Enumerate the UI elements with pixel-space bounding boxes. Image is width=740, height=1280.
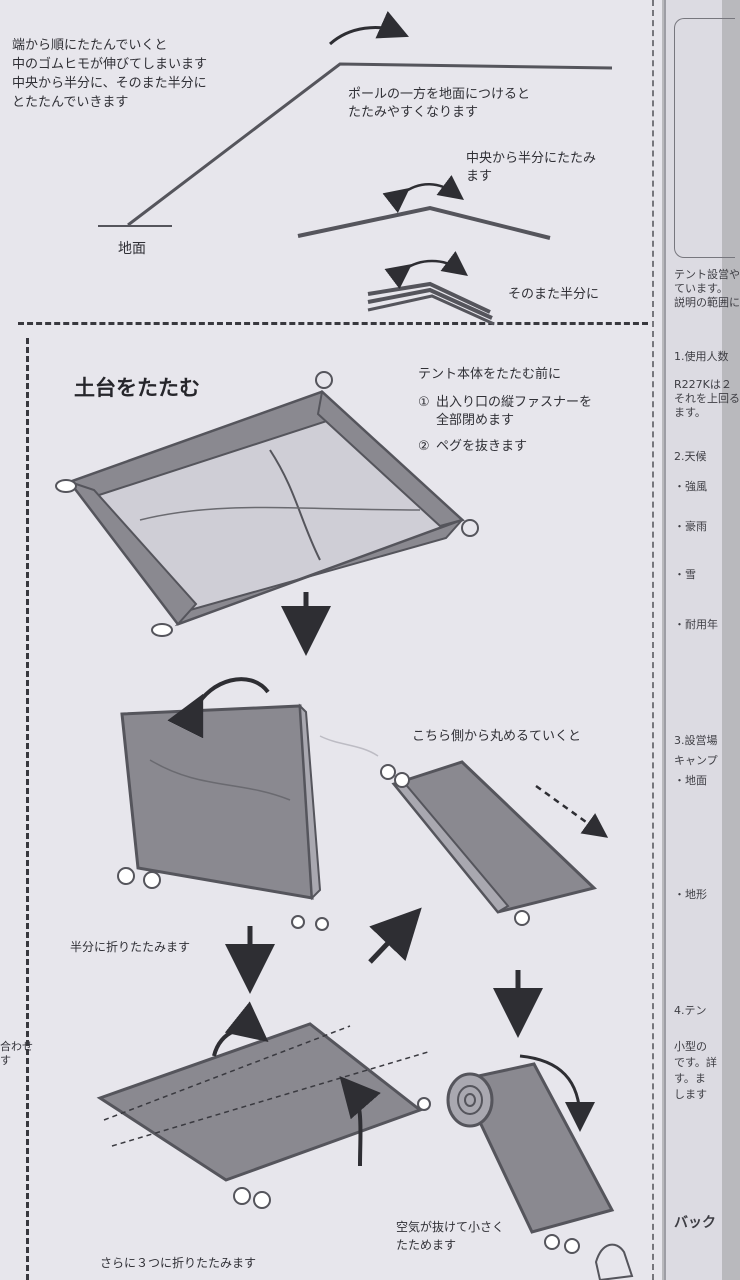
- section-title: 土台をたたむ: [74, 376, 200, 400]
- step-1-number: ①: [418, 395, 430, 410]
- left-cut-line: [26, 338, 29, 1280]
- right-text-9: ・強風: [674, 480, 707, 493]
- right-page-box: [674, 18, 735, 258]
- fold-arrow-icon: [167, 677, 270, 739]
- double-arrow-icon: [384, 251, 469, 289]
- fold-half-caption: 半分に折りたたみます: [70, 940, 191, 954]
- right-text-14: キャンプ: [674, 754, 718, 767]
- fold-again-note: そのまた半分に: [508, 287, 600, 302]
- right-text-12: ・耐用年: [674, 618, 718, 631]
- right-text-16: ・地形: [674, 888, 707, 901]
- pole-half-diagram: [297, 175, 551, 240]
- right-text-5: R227Kは２: [674, 378, 732, 391]
- dashed-arrow-icon: [535, 784, 609, 838]
- right-text-17: 4.テン: [674, 1004, 707, 1017]
- illustrations: [55, 10, 634, 1280]
- right-text-8: 2.天候: [674, 450, 707, 463]
- right-text-7: ます。: [674, 406, 706, 419]
- tent-half-fold-diagram: [117, 677, 329, 931]
- pole-end-note: ポールの一方を地面につけると たたみやすくなります: [348, 87, 531, 120]
- right-text-15: ・地面: [674, 774, 707, 787]
- tent-three-fold-diagram: [96, 1001, 431, 1209]
- right-page-fragment: テント設営や ています。 説明の範囲に 1.使用人数 R227Kは２ それを上回…: [664, 0, 740, 1280]
- pole-line: [127, 62, 613, 227]
- right-text-6: それを上回る: [674, 392, 740, 405]
- fold-three-caption: さらに３つに折りたたみます: [100, 1256, 257, 1270]
- fold-arrow-icon: [212, 1001, 269, 1057]
- right-text-19: です。詳: [674, 1056, 717, 1069]
- right-text-1: テント設営や: [674, 268, 740, 281]
- before-heading: テント本体をたたむ前に: [418, 367, 562, 382]
- hand-icon: [594, 1243, 634, 1280]
- right-text-20: す。ま: [674, 1072, 706, 1085]
- step-1-text: 出入り口の縦ファスナーを 全部閉めます: [436, 395, 593, 428]
- right-text-22: バック: [674, 1215, 716, 1231]
- diagonal-arrow-icon: [368, 907, 422, 964]
- tent-roll-start-diagram: [380, 760, 609, 926]
- roll-arrow-icon: [519, 1054, 595, 1132]
- right-text-11: ・雪: [674, 568, 696, 581]
- double-arrow-icon: [382, 175, 465, 214]
- air-caption: 空気が抜けて小さく たためます: [396, 1220, 505, 1252]
- right-text-2: ています。: [674, 282, 728, 295]
- right-text-10: ・豪雨: [674, 520, 707, 533]
- right-text-4: 1.使用人数: [674, 350, 729, 363]
- right-text-3: 説明の範囲に: [674, 296, 740, 309]
- fold-center-note: 中央から半分にたたみ ます: [466, 151, 597, 184]
- curved-arrow-icon: [328, 10, 409, 46]
- ground-label: 地面: [118, 241, 146, 257]
- pole-standing-diagram: [98, 10, 613, 227]
- pole-quarter-diagram: [367, 251, 495, 326]
- roll-caption: こちら側から丸めるていくと: [412, 729, 582, 744]
- pole-intro-text: 端から順にたたんでいくと 中のゴムヒモが伸びてしまいます 中央から半分に、そのま…: [12, 38, 208, 110]
- section-divider: [18, 322, 648, 325]
- step-2-number: ②: [418, 439, 430, 454]
- tent-rolled-diagram: [446, 1054, 634, 1280]
- right-text-18: 小型の: [674, 1040, 707, 1053]
- fold-arrow-icon: [339, 1075, 381, 1167]
- right-cut-line: [652, 0, 654, 1280]
- right-text-21: します: [674, 1088, 707, 1101]
- paper-crease: [319, 735, 379, 757]
- tent-base-open-diagram: [55, 371, 479, 637]
- step-2-text: ペグを抜きます: [436, 439, 528, 454]
- right-text-13: 3.設営場: [674, 734, 718, 747]
